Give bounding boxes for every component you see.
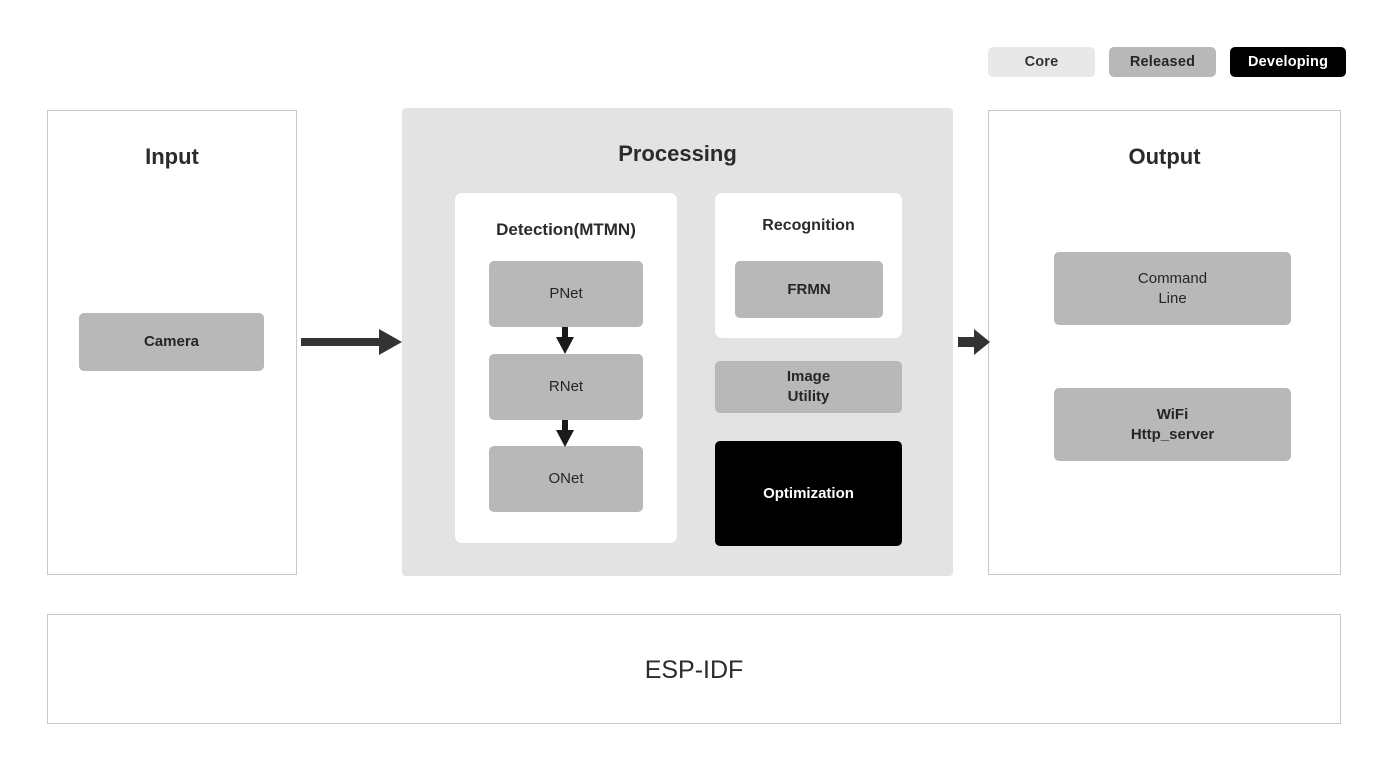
card-recognition-title: Recognition [762, 217, 855, 234]
node-rnet: RNet [489, 354, 643, 420]
panel-esp-idf: ESP-IDF [47, 614, 1341, 724]
node-pnet: PNet [489, 261, 643, 327]
arrow-pnet-to-rnet [556, 327, 574, 354]
node-camera: Camera [79, 313, 264, 371]
legend-chip-developing: Developing [1230, 47, 1347, 77]
panel-processing-title: Processing [618, 141, 737, 166]
panel-input-title: Input [145, 144, 199, 169]
arrow-input-to-processing [301, 329, 402, 355]
legend: Core Released Developing [988, 47, 1347, 77]
node-frmn: FRMN [735, 261, 883, 318]
node-command-line: Command Line [1054, 252, 1291, 325]
panel-esp-idf-title: ESP-IDF [644, 656, 744, 684]
panel-output: Output [988, 110, 1341, 575]
arrow-processing-to-output [958, 329, 990, 355]
node-onet: ONet [489, 446, 643, 512]
node-image-utility: Image Utility [715, 361, 902, 413]
card-detection-title: Detection(MTMN) [496, 220, 636, 239]
node-wifi-http-server: WiFi Http_server [1054, 388, 1291, 461]
legend-chip-core: Core [988, 47, 1095, 77]
arrow-rnet-to-onet [556, 420, 574, 447]
legend-chip-released: Released [1109, 47, 1216, 77]
panel-output-title: Output [1128, 144, 1201, 169]
node-optimization: Optimization [715, 441, 902, 546]
